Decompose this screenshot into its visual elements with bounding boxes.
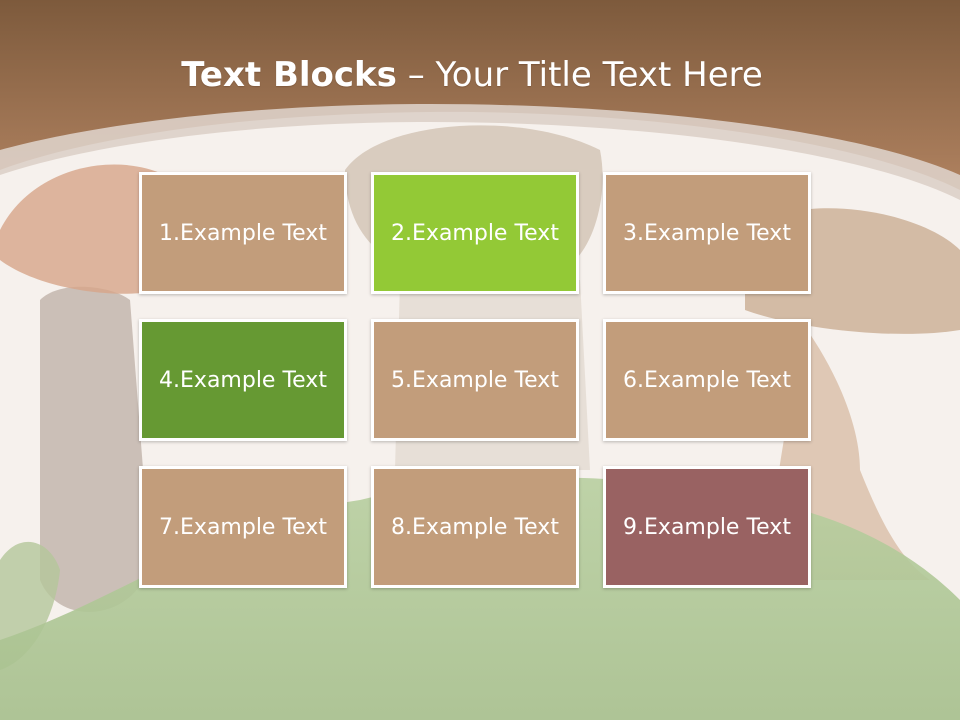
text-block-5[interactable]: 5.Example Text <box>371 319 579 441</box>
title-rest-part: Your Title Text Here <box>435 55 763 95</box>
slide-title[interactable]: Text Blocks – Your Title Text Here <box>0 52 944 98</box>
text-block-label: 1.Example Text <box>159 220 327 246</box>
title-dash: – <box>396 55 436 95</box>
text-block-label: 6.Example Text <box>623 367 791 393</box>
text-block-label: 7.Example Text <box>159 514 327 540</box>
text-block-label: 3.Example Text <box>623 220 791 246</box>
text-block-4[interactable]: 4.Example Text <box>139 319 347 441</box>
title-bold-part: Text Blocks <box>181 55 397 95</box>
text-block-8[interactable]: 8.Example Text <box>371 466 579 588</box>
text-block-6[interactable]: 6.Example Text <box>603 319 811 441</box>
text-block-7[interactable]: 7.Example Text <box>139 466 347 588</box>
text-block-label: 5.Example Text <box>391 367 559 393</box>
text-block-label: 9.Example Text <box>623 514 791 540</box>
text-block-1[interactable]: 1.Example Text <box>139 172 347 294</box>
text-block-label: 2.Example Text <box>391 220 559 246</box>
text-block-2[interactable]: 2.Example Text <box>371 172 579 294</box>
text-block-label: 8.Example Text <box>391 514 559 540</box>
text-block-label: 4.Example Text <box>159 367 327 393</box>
text-block-3[interactable]: 3.Example Text <box>603 172 811 294</box>
text-block-9[interactable]: 9.Example Text <box>603 466 811 588</box>
